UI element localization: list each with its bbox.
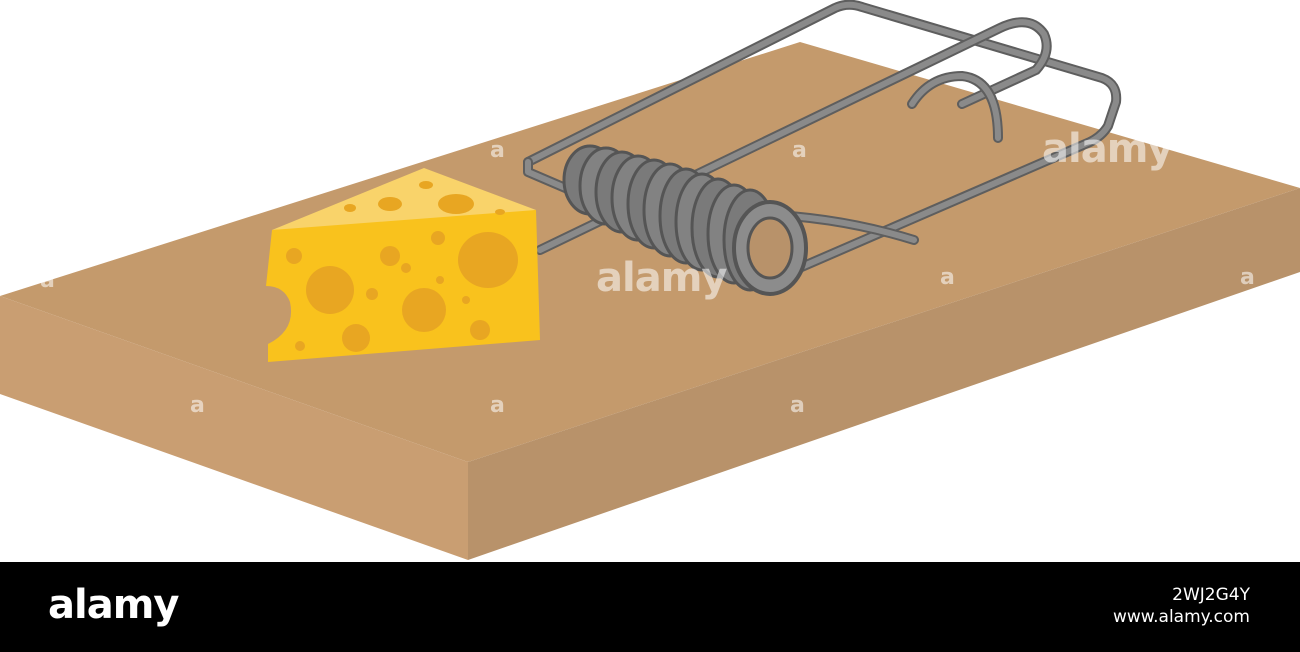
cheese-wedge bbox=[266, 168, 540, 362]
image-id: 2WJ2G4Y bbox=[1172, 585, 1250, 605]
footer-logo: alamy bbox=[48, 582, 179, 628]
mousetrap-illustration bbox=[0, 0, 1300, 560]
cheese-holes bbox=[286, 181, 518, 352]
footer-bar: alamy 2WJ2G4Y www.alamy.com bbox=[0, 562, 1300, 652]
board-side bbox=[468, 188, 1300, 560]
spring-coil bbox=[562, 144, 808, 296]
board-front bbox=[0, 296, 468, 560]
cheese-top bbox=[272, 168, 536, 230]
footer-image-info: 2WJ2G4Y www.alamy.com bbox=[1113, 584, 1250, 628]
site-url: www.alamy.com bbox=[1112, 607, 1250, 627]
